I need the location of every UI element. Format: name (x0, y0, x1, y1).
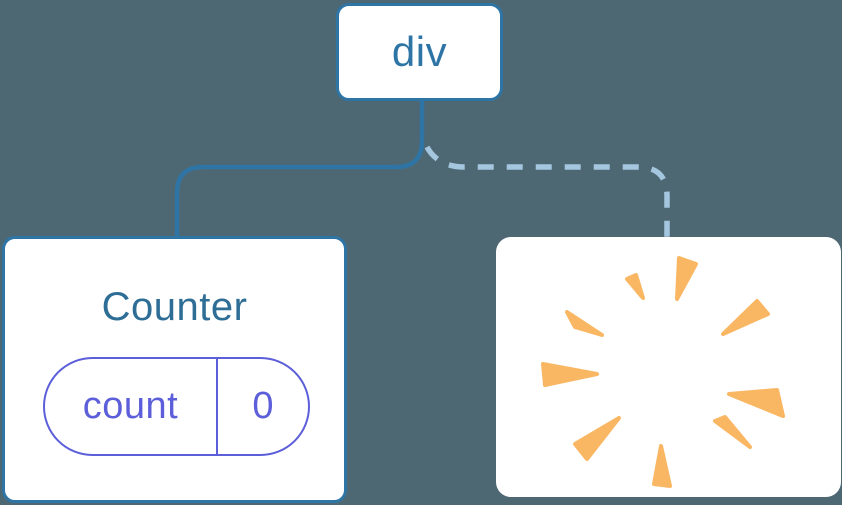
root-node-div: div (336, 3, 503, 101)
burst-wedge (713, 415, 752, 449)
state-key-label: count (45, 359, 218, 454)
state-pill: count 0 (43, 357, 310, 456)
burst-wedge (573, 416, 621, 461)
state-value: 0 (252, 385, 274, 427)
burst-wedge (675, 256, 698, 301)
burst-wedge (721, 299, 770, 336)
removed-card (496, 237, 841, 497)
burst-wedge (652, 444, 672, 488)
connector-solid-kept (174, 97, 425, 242)
burst-wedge (625, 273, 645, 300)
burst-wedge (565, 310, 604, 337)
root-node-label: div (391, 28, 448, 75)
connector-dashed-removed (424, 145, 670, 242)
counter-card: Counter count 0 (2, 236, 347, 503)
burst-wedge (727, 388, 785, 418)
burst-wedge (541, 362, 599, 387)
poof-burst-icon (541, 256, 785, 488)
counter-title: Counter (101, 285, 248, 329)
